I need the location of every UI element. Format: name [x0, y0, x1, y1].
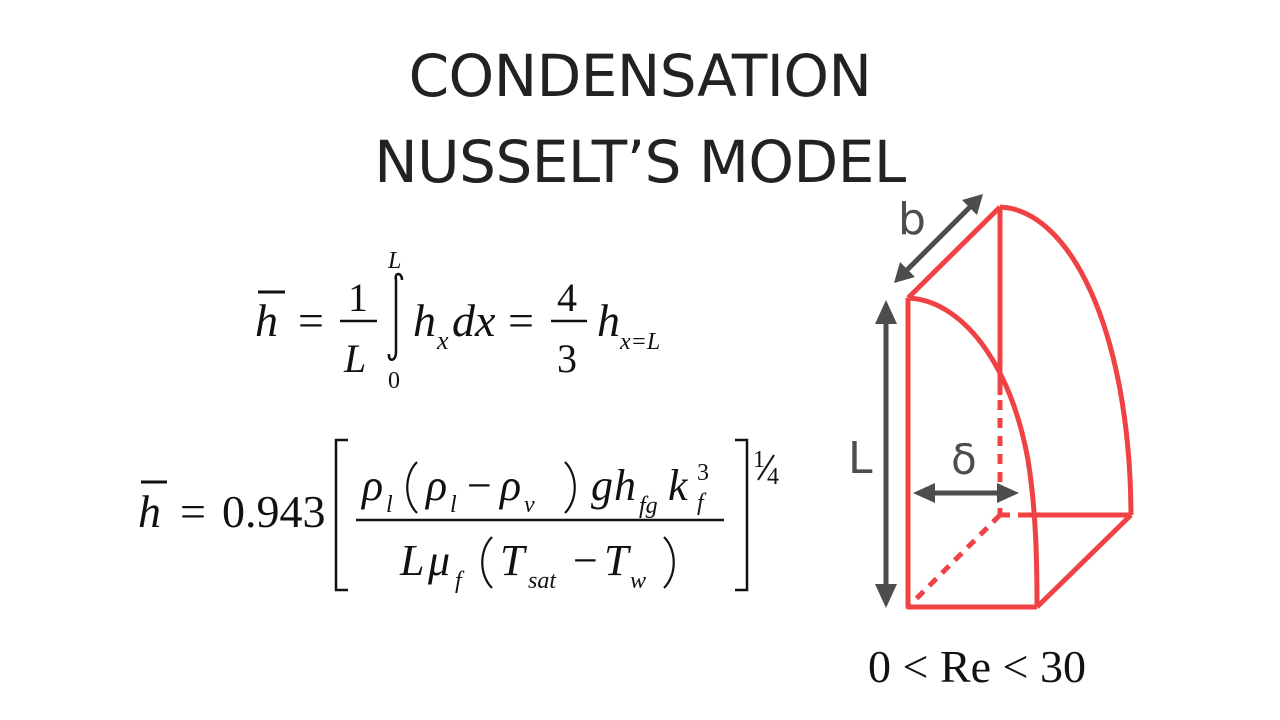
eq2-num-k-sup: 3: [697, 460, 709, 486]
eq2-coef: 0.943: [222, 486, 326, 537]
eq1-equals: =: [298, 295, 324, 346]
eq1-frac-den: L: [343, 336, 366, 381]
eq1-int-lower: 0: [388, 368, 400, 394]
eq2-den-w: w: [630, 568, 646, 594]
eq1-frac2-den: 3: [557, 336, 577, 381]
film-outline: [905, 204, 1134, 610]
eq2-equals: =: [180, 486, 206, 537]
eq2-exp-num: 1: [753, 447, 765, 473]
eq1-rhs-h: h: [597, 295, 620, 346]
eq2-num-rho2: ρ: [424, 461, 447, 510]
eq1-frac2-num: 4: [557, 275, 577, 320]
L-arrow: [875, 300, 897, 608]
eq2-num-rho1: ρ: [360, 461, 383, 510]
eq1-hbar: h: [255, 295, 278, 346]
eq1-int-upper: L: [387, 248, 401, 274]
eq2-num-h: h: [614, 461, 636, 510]
eq1-frac-num: 1: [348, 275, 368, 320]
eq2-num-k: k: [668, 461, 689, 510]
eq1-dx: dx: [452, 295, 496, 346]
eq2-den-T1: T: [500, 536, 528, 585]
eq2-num-l2: l: [450, 492, 457, 518]
eq2-exp-den: 4: [767, 464, 779, 490]
eq2-hbar: h: [138, 486, 161, 537]
b-arrow: [894, 194, 983, 283]
delta-arrow: [913, 483, 1019, 503]
eq2-num-l1: l: [386, 492, 393, 518]
reynolds-range-label: 0 < Re < 30: [868, 641, 1086, 692]
eq1-integrand-sub: x: [436, 326, 449, 355]
eq2-num-minus: −: [467, 461, 492, 510]
eq1-integrand-h: h: [413, 295, 436, 346]
eq2-den-minus: −: [573, 536, 598, 585]
eq2-den-sat: sat: [528, 568, 557, 594]
eq1-equals-2: =: [508, 295, 534, 346]
label-L: L: [848, 433, 873, 484]
eq2-den-mu-sub: f: [455, 568, 465, 594]
label-delta: δ: [951, 435, 977, 484]
eq2-num-k-sub: f: [697, 490, 707, 516]
eq2-num-fg: fg: [639, 493, 658, 519]
hidden-edges: [906, 400, 1022, 609]
eq2-den-T2: T: [604, 536, 632, 585]
eq1-rhs-sub: x=L: [619, 329, 660, 355]
title-line-2: NUSSELT’S MODEL: [374, 128, 906, 196]
eq2-den-mu: μ: [427, 536, 450, 585]
eq2-num-v: v: [524, 492, 535, 518]
eq2-num-rho3: ρ: [498, 461, 521, 510]
eq2-den-L: L: [399, 536, 424, 585]
title-line-1: CONDENSATION: [408, 42, 872, 110]
label-b: b: [898, 194, 926, 245]
eq2-num-g: g: [591, 461, 613, 510]
